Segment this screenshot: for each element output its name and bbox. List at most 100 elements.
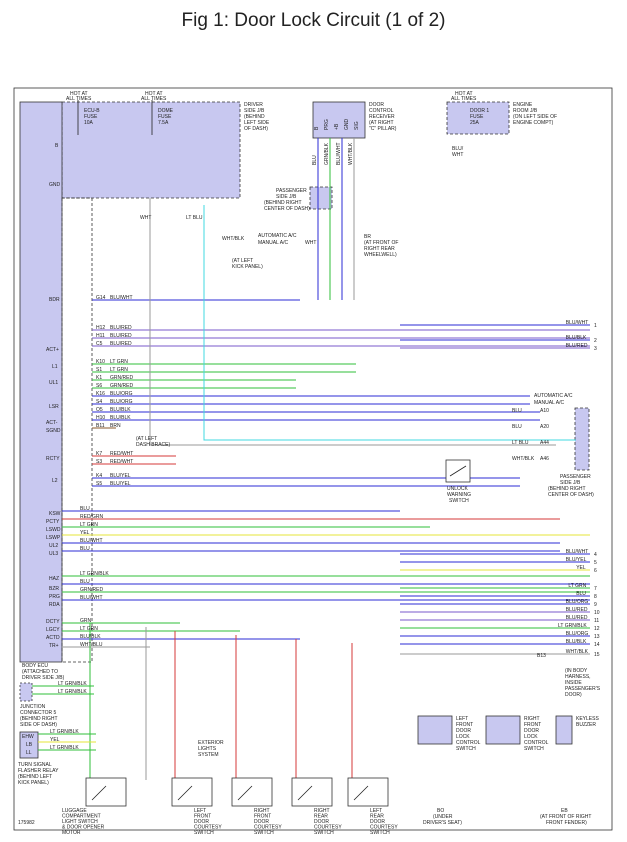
right-wire-number-10: 10 xyxy=(594,610,600,616)
body-ecu-box xyxy=(19,101,63,663)
passenger-pin-a46: A46 xyxy=(540,456,549,462)
bottom-wire-label-9: BLU/WHT xyxy=(80,595,103,601)
mid-label-4: BLU/ xyxy=(452,146,464,152)
wire-pin-k10: K10 xyxy=(96,359,105,365)
right-wire-color-15: WHT/BLK xyxy=(566,649,589,655)
right-wire-number-2: 2 xyxy=(594,338,597,344)
passenger-wire-0: BLU xyxy=(512,408,522,414)
receiver-pin-b: +B xyxy=(334,123,340,130)
courtesy-switch-box-3 xyxy=(291,777,333,807)
bottom-wire-label-5: BLU xyxy=(80,546,90,552)
receiver-wire-label-1: GRN/BLK xyxy=(324,142,330,165)
body-ecu-connector xyxy=(61,197,93,663)
receiver-pin-gnd: GND xyxy=(344,119,350,131)
wire-pin-k16: K16 xyxy=(96,391,105,397)
mid-label-0: WHT xyxy=(140,215,151,221)
diagram-frame xyxy=(13,87,613,831)
right-wire-color-3: BLU/RED xyxy=(566,343,588,349)
passenger-jb-right-label: PASSENGER SIDE J/B (BEHIND RIGHT CENTER … xyxy=(548,474,594,498)
note-auto-ac-1: AUTOMATIC A/C xyxy=(258,233,297,239)
right-wire-number-9: 9 xyxy=(594,602,597,608)
right-wire-color-9: BLU/ORG xyxy=(566,599,589,605)
ecu-terminal-rda: RDA xyxy=(49,602,60,608)
bottom-wire-label-11: LT GRN xyxy=(80,626,98,632)
ecu-terminal-actd: ACTD xyxy=(46,635,60,641)
passenger-pin-a44: A44 xyxy=(540,440,549,446)
wire-pin-s3: S3 xyxy=(96,459,102,465)
wire-color-h10: BLU/BLK xyxy=(110,415,131,421)
ecu-terminal-haz: HAZ xyxy=(49,576,59,582)
junction-wire-label-1: LT GRN/BLK xyxy=(58,689,87,695)
bottom-wire-label-2: LT GRN xyxy=(80,522,98,528)
wire-color-h12: BLU/RED xyxy=(110,325,132,331)
wire-pin-s5: S5 xyxy=(96,481,102,487)
ecu-terminal-l2: L2 xyxy=(52,478,58,484)
courtesy-switch-contact-4 xyxy=(353,785,369,801)
ecu-terminal-lgcy: LGCY xyxy=(46,627,60,633)
ecu-terminal-ul1: UL1 xyxy=(49,380,58,386)
right-wire-color-1: BLU/WHT xyxy=(566,320,589,326)
lt-blu-wire xyxy=(203,205,576,441)
receiver-label: DOOR CONTROL RECEIVER (AT RIGHT "C" PILL… xyxy=(369,102,397,132)
wire-pin-s1: S1 xyxy=(96,367,102,373)
passenger-pin-a20: A20 xyxy=(540,424,549,430)
courtesy-switch-contact-3 xyxy=(297,785,313,801)
note-manual-ac-2: MANUAL A/C xyxy=(534,400,564,406)
ecu-terminal-tr: TR+ xyxy=(49,643,59,649)
flasher-wire-label-0: LT GRN/BLK xyxy=(50,729,79,735)
wire-color-c5: BLU/RED xyxy=(110,341,132,347)
courtesy-switch-contact-2 xyxy=(237,785,253,801)
wire-pin-h10: H10 xyxy=(96,415,105,421)
mid-label-5: WHT xyxy=(452,152,463,158)
unlock-switch-label: UNLOCK WARNING SWITCH xyxy=(447,486,472,504)
receiver-wire-label-3: WHT/BLK xyxy=(348,142,354,165)
courtesy-switch-contact-1 xyxy=(177,785,193,801)
ecu-terminal-lswp: LSWP xyxy=(46,535,61,541)
right-wire-number-14: 14 xyxy=(594,642,600,648)
wire-color-b11: BRN xyxy=(110,423,121,429)
right-wire-number-8: 8 xyxy=(594,594,597,600)
wire-pin-c5: C5 xyxy=(96,341,103,347)
right-wire-number-4: 4 xyxy=(594,552,597,558)
bottom-wire-label-13: WHT/BLU xyxy=(80,642,103,648)
flasher-pin-ehw: EHW xyxy=(22,734,34,740)
ecu-terminal-gnd: GND xyxy=(49,182,61,188)
wire-pin-k4: K4 xyxy=(96,473,102,479)
wire-pin-h12: H12 xyxy=(96,325,105,331)
wht-wire xyxy=(149,198,556,446)
keyless-buzzer-box xyxy=(555,715,573,745)
passenger-wire-3: WHT/BLK xyxy=(512,456,535,462)
ecu-terminal-act: ACT- xyxy=(46,420,58,426)
junction-wire-label-0: LT GRN/BLK xyxy=(58,681,87,687)
bottom-wire-label-12: BLU/BLK xyxy=(80,634,101,640)
passenger-jb-top-box xyxy=(309,186,333,210)
wire-color-o5: BLU/BLK xyxy=(110,407,131,413)
right-wire-number-1: 1 xyxy=(594,323,597,329)
ecu-terminal-b: B xyxy=(55,143,59,149)
right-wire-color-14: BLU/BLK xyxy=(566,639,587,645)
wire-pin-o5: O5 xyxy=(96,407,103,413)
right-wire-color-8: BLU xyxy=(576,591,586,597)
flasher-box xyxy=(19,731,39,759)
ecu-terminal-labels: BGNDBDRACT+L1UL1LSRACT-SGNDRCTYL2KSWPCTY… xyxy=(46,143,61,649)
courtesy-switch-box-0 xyxy=(85,777,127,807)
flasher-label: TURN SIGNAL FLASHER RELAY (BEHIND LEFT K… xyxy=(18,762,60,786)
ecu-terminal-ul2: UL2 xyxy=(49,543,58,549)
right-wire-number-11: 11 xyxy=(594,618,599,624)
junction-box xyxy=(19,682,33,702)
wire-color-g14: BLU/WHT xyxy=(110,295,133,301)
courtesy-switch-box-1 xyxy=(171,777,213,807)
bottom-wire-label-7: BLU xyxy=(80,579,90,585)
right-wire-number-7: 7 xyxy=(594,586,597,592)
wire-pin-s6: S6 xyxy=(96,383,102,389)
wire-color-h11: BLU/RED xyxy=(110,333,132,339)
